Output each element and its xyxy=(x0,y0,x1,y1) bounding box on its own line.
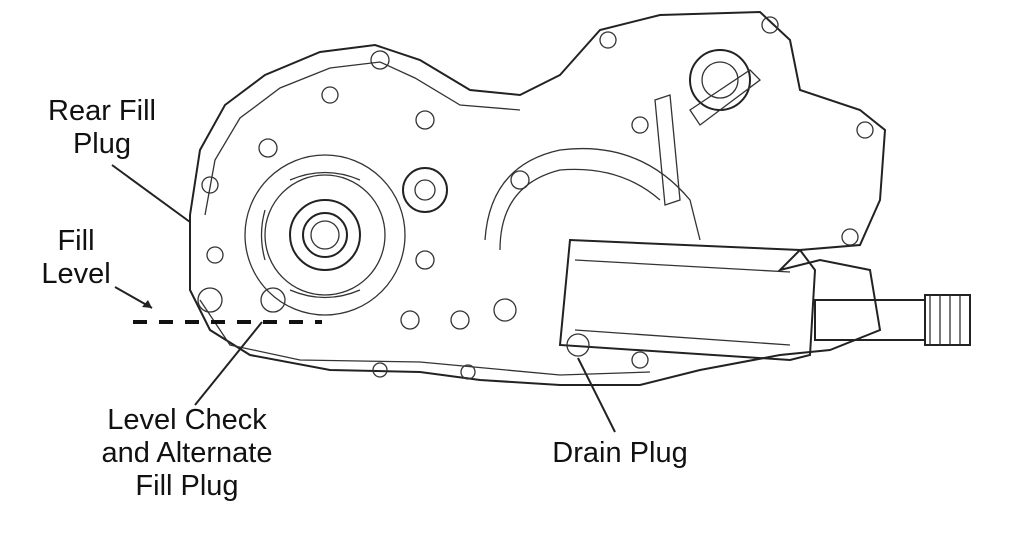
drain-plug-leader xyxy=(577,357,616,433)
label-line: Fill Plug xyxy=(135,470,239,502)
fill-level-arrowhead xyxy=(142,300,152,308)
label-line: Level xyxy=(41,258,111,290)
housing-outline xyxy=(189,10,887,386)
drain-plug-label: Drain Plug xyxy=(552,437,688,469)
gear-housing xyxy=(402,49,761,251)
fill-level-label: Fill Level xyxy=(30,225,122,291)
level-check-leader xyxy=(194,321,263,406)
rear-fill-plug-label: Rear Fill Plug xyxy=(38,95,166,161)
bolt-bosses xyxy=(197,16,874,380)
rear-fill-plug-leader xyxy=(111,164,191,223)
label-line: Plug xyxy=(72,128,132,160)
label-line: Fill xyxy=(57,225,95,257)
label-line: Rear Fill xyxy=(48,95,156,127)
label-line: and Alternate xyxy=(101,437,273,469)
output-shaft-housing xyxy=(558,238,971,362)
level-check-label: Level Check and Alternate Fill Plug xyxy=(82,404,292,503)
leader-lines xyxy=(111,164,616,433)
label-line: Level Check xyxy=(107,404,267,436)
rear-cover xyxy=(244,154,406,316)
